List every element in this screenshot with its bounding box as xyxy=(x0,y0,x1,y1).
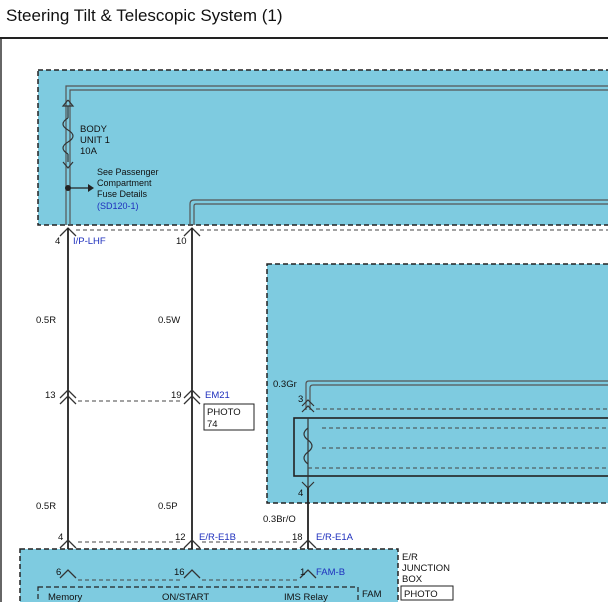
em21-photo-box[interactable] xyxy=(203,403,255,431)
er-e1b-pin-a: 4 xyxy=(58,532,63,543)
junction-box-label-1: E/R xyxy=(402,552,418,563)
junction-box-label-3: BOX xyxy=(402,574,423,585)
fuse-note-line3: Fuse Details xyxy=(97,189,148,199)
ip-lhf-pin-a: 4 xyxy=(55,236,60,247)
em21-pin-b: 19 xyxy=(171,390,182,401)
em21-pin-a: 13 xyxy=(45,390,56,401)
fuse-note-line2: Compartment xyxy=(97,178,152,188)
fam-label: FAM xyxy=(362,589,382,600)
er-e1a-pin: 18 xyxy=(292,532,303,543)
ip-lhf-link[interactable]: I/P-LHF xyxy=(73,236,106,247)
fam-b-pin-c: 1 xyxy=(300,567,305,578)
page-title: Steering Tilt & Telescopic System (1) xyxy=(6,6,283,25)
er-e1b-link[interactable]: E/R-E1B xyxy=(199,532,236,543)
fam-b-pin-b: 16 xyxy=(174,567,185,578)
fam-b-link[interactable]: FAM-B xyxy=(316,567,345,578)
er-e1a-link[interactable]: E/R-E1A xyxy=(316,532,354,543)
er-e1b-pin-b: 12 xyxy=(175,532,186,543)
fuse-note-arrow xyxy=(65,184,94,192)
wire-1-upper-label: 0.5R xyxy=(36,315,56,326)
junction-photo-box[interactable] xyxy=(400,585,454,601)
em21-photo-number: 74 xyxy=(207,419,218,430)
fuse-note-ref-link[interactable]: (SD120-1) xyxy=(97,201,139,211)
fuse-note-line1: See Passenger xyxy=(97,167,159,177)
wire-2-lower-label: 0.5P xyxy=(158,501,178,512)
junction-photo-label: PHOTO xyxy=(404,589,438,600)
top-fuse-box xyxy=(37,69,608,226)
ip-lhf-connector xyxy=(59,227,608,237)
fuse-label-1: BODY xyxy=(80,124,108,135)
relay-pin-bottom: 4 xyxy=(298,488,303,499)
page-header: Steering Tilt & Telescopic System (1) xyxy=(0,0,608,39)
relay-pin-top: 3 xyxy=(298,394,303,405)
fuse-onstart-label: ON/START xyxy=(162,592,209,602)
fuse-symbol xyxy=(61,99,75,169)
er-e1-connectors xyxy=(59,539,317,581)
fuse-label-2: UNIT 1 xyxy=(80,135,110,146)
em21-connector xyxy=(59,389,201,405)
junction-box xyxy=(19,548,399,602)
wire-3-bottom-label: 0.3Br/O xyxy=(263,514,296,525)
wire-3-top-label: 0.3Gr xyxy=(273,379,297,390)
fuse-ims-relay-label: IMS Relay xyxy=(284,592,328,602)
fuse-label-3: 10A xyxy=(80,146,98,157)
fam-b-pin-a: 6 xyxy=(56,567,61,578)
em21-link[interactable]: EM21 xyxy=(205,390,230,401)
ip-lhf-pin-b: 10 xyxy=(176,236,187,247)
relay-box xyxy=(266,263,608,504)
wire-1-lower-label: 0.5R xyxy=(36,501,56,512)
junction-box-label-2: JUNCTION xyxy=(402,563,450,574)
em21-photo-label: PHOTO xyxy=(207,407,241,418)
wiring-diagram: BODY UNIT 1 10A See Passenger Compartmen… xyxy=(0,39,608,602)
wire-2-upper-label: 0.5W xyxy=(158,315,180,326)
fuse-memory-label: Memory xyxy=(48,592,83,602)
